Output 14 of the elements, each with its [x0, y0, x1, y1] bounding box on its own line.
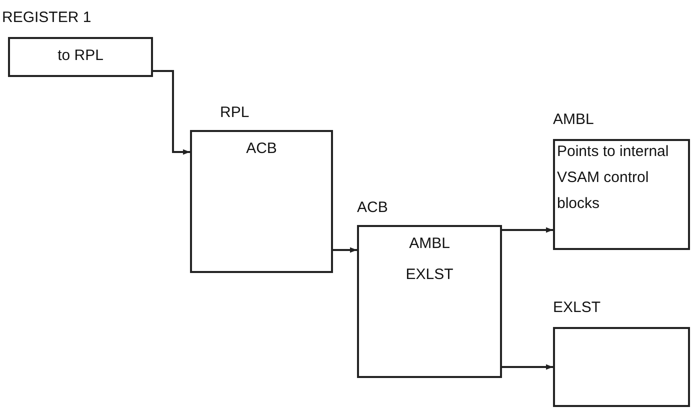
- arrow: [502, 227, 553, 233]
- block-heading: RPL: [220, 104, 250, 121]
- field-name: AMBL: [408, 235, 451, 252]
- field-name: Points to internal VSAM control blocks: [557, 142, 670, 214]
- block-heading: ACB: [357, 199, 388, 216]
- block-heading: AMBL: [553, 111, 594, 128]
- block-heading: EXLST: [553, 299, 601, 316]
- arrow: [333, 247, 357, 253]
- arrow: [153, 70, 190, 155]
- field-name: ACB: [245, 140, 278, 157]
- field-name: EXLST: [404, 266, 454, 283]
- block-heading: REGISTER 1: [2, 9, 92, 26]
- field-name: to RPL: [56, 47, 104, 64]
- arrow: [502, 364, 553, 370]
